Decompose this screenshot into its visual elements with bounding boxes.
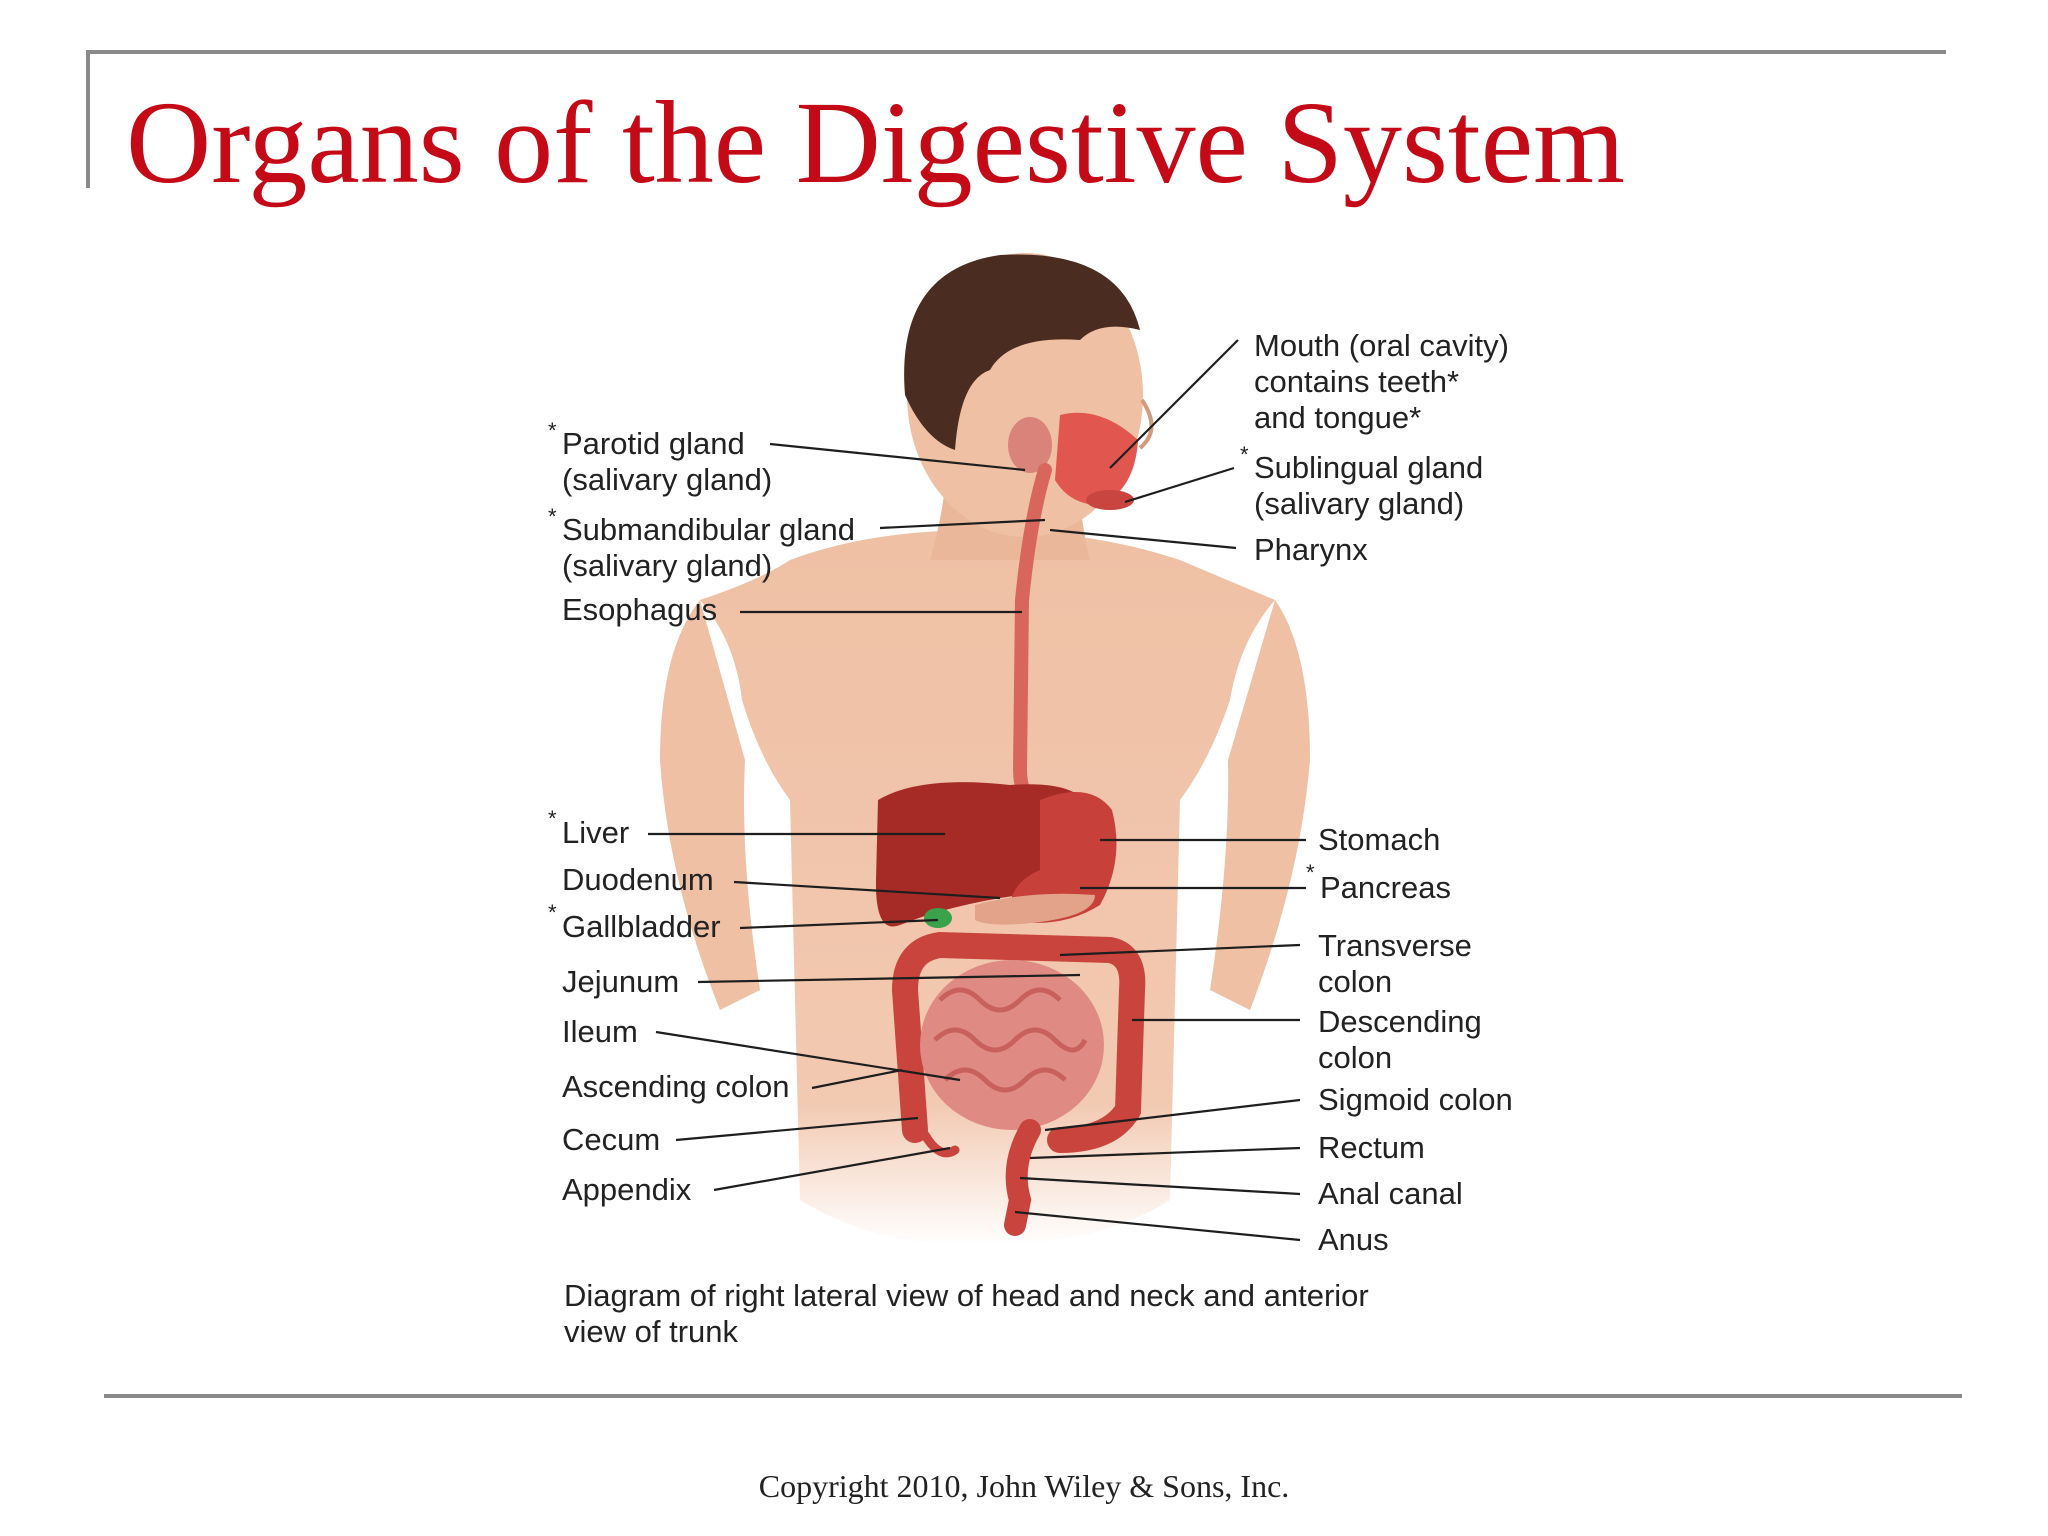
label-anus: Anus — [1318, 1222, 1389, 1257]
label-ileum: Ileum — [562, 1014, 638, 1049]
large-intestine-shape — [891, 931, 1146, 1153]
label-transverse-colon-2: colon — [1318, 964, 1392, 999]
label-parotid-gland-note: (salivary gland) — [562, 462, 772, 497]
label-rectum: Rectum — [1318, 1130, 1425, 1165]
small-intestine-folds — [933, 987, 1088, 1093]
gallbladder-shape — [924, 908, 952, 928]
diagram-caption-line-1: Diagram of right lateral view of head an… — [564, 1278, 1369, 1313]
parotid-star: * — [548, 418, 557, 443]
appendix-shape — [920, 1130, 960, 1158]
leader-appendix — [713, 1146, 951, 1192]
slide-bottom-rule — [104, 1394, 1962, 1398]
leader-lines — [648, 339, 1306, 1242]
label-sublingual-gland-note: (salivary gland) — [1254, 486, 1464, 521]
label-sigmoid-colon: Sigmoid colon — [1318, 1082, 1513, 1117]
leader-ascending-colon — [811, 1068, 903, 1090]
sublingual-gland-shape — [1086, 490, 1134, 510]
liver-star: * — [548, 806, 557, 831]
label-cecum: Cecum — [562, 1122, 660, 1157]
leader-parotid — [769, 442, 1026, 472]
left-labels: * Parotid gland (salivary gland) * Subma… — [548, 418, 855, 1207]
leader-duodenum — [733, 880, 1001, 900]
label-mouth-tongue: and tongue* — [1254, 400, 1421, 435]
leader-rectum — [1029, 1146, 1301, 1160]
label-transverse-colon: Transverse — [1318, 928, 1472, 963]
rectum-shape — [1004, 1119, 1041, 1236]
left-arm-shape — [660, 600, 760, 1010]
human-figure-illustration — [660, 253, 1310, 1246]
label-gallbladder: Gallbladder — [562, 909, 721, 944]
liver-shape — [875, 782, 1090, 927]
leader-cecum — [675, 1116, 919, 1142]
oral-cavity-shape — [1055, 412, 1138, 505]
slide-left-rule — [86, 50, 90, 188]
label-appendix: Appendix — [562, 1172, 692, 1207]
right-labels: Mouth (oral cavity) contains teeth* and … — [1240, 328, 1513, 1257]
submandibular-star: * — [548, 504, 557, 529]
leader-jejunum — [697, 973, 1081, 984]
label-descending-colon: Descending — [1318, 1004, 1482, 1039]
pancreas-star: * — [1306, 860, 1315, 885]
slide-top-rule — [86, 50, 1946, 54]
label-mouth: Mouth (oral cavity) — [1254, 328, 1509, 363]
leader-mouth — [1109, 339, 1239, 469]
diagram-caption-line-2: view of trunk — [564, 1314, 739, 1349]
slide-title: Organs of the Digestive System — [126, 77, 1625, 208]
sublingual-star: * — [1240, 442, 1249, 467]
label-parotid-gland: Parotid gland — [562, 426, 745, 461]
leader-gallbladder — [739, 918, 939, 930]
label-submandibular-gland-note: (salivary gland) — [562, 548, 772, 583]
leader-sigmoid-colon — [1044, 1098, 1301, 1132]
label-mouth-teeth: contains teeth* — [1254, 364, 1459, 399]
stomach-shape — [1009, 792, 1117, 923]
label-liver: Liver — [562, 815, 629, 850]
label-jejunum: Jejunum — [562, 964, 679, 999]
label-anal-canal: Anal canal — [1318, 1176, 1463, 1211]
label-ascending-colon: Ascending colon — [562, 1069, 790, 1104]
leader-submandibular — [879, 518, 1046, 530]
leader-sublingual — [1124, 466, 1235, 504]
leader-ileum — [655, 1030, 961, 1082]
label-pancreas: Pancreas — [1320, 870, 1451, 905]
right-arm-shape — [1210, 600, 1310, 1010]
label-pharynx: Pharynx — [1254, 532, 1368, 567]
label-duodenum: Duodenum — [562, 862, 714, 897]
label-esophagus: Esophagus — [562, 592, 717, 627]
parotid-gland-shape — [1008, 417, 1052, 473]
hair-shape — [904, 254, 1140, 450]
label-stomach: Stomach — [1318, 822, 1440, 857]
label-descending-colon-2: colon — [1318, 1040, 1392, 1075]
leader-anus — [1014, 1210, 1301, 1242]
leader-pharynx — [1049, 528, 1237, 550]
leader-transverse-colon — [1059, 943, 1301, 957]
label-submandibular-gland: Submandibular gland — [562, 512, 855, 547]
copyright-footer: Copyright 2010, John Wiley & Sons, Inc. — [758, 1468, 1290, 1504]
pancreas-shape — [975, 893, 1095, 925]
leader-anal-canal — [1019, 1176, 1301, 1196]
label-sublingual-gland: Sublingual gland — [1254, 450, 1483, 485]
gallbladder-star: * — [548, 900, 557, 925]
